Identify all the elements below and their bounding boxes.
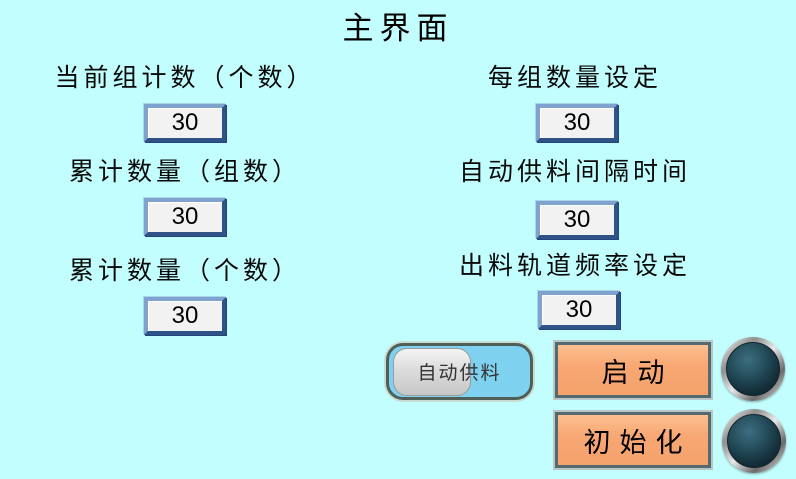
init-indicator-lamp-core (727, 414, 781, 468)
label-auto-feed-interval-time: 自动供料间隔时间 (458, 157, 691, 186)
value-input-per-group-quantity[interactable]: 30 (536, 104, 618, 142)
value-text: 30 (565, 296, 593, 323)
value-input-discharge-track-frequency[interactable]: 30 (538, 291, 620, 329)
label-discharge-track-frequency-setting: 出料轨道频率设定 (458, 251, 691, 280)
label-current-group-count: 当前组计数（个数） (54, 63, 316, 92)
value-display-current-group-count: 30 (144, 104, 226, 142)
init-button-label: 初始化 (583, 427, 692, 459)
value-text: 30 (171, 203, 199, 230)
label-total-pieces: 累计数量（个数） (68, 256, 301, 285)
start-indicator-lamp-core (726, 342, 780, 396)
init-button[interactable]: 初始化 (553, 410, 713, 470)
init-button-face[interactable]: 初始化 (555, 412, 711, 468)
start-indicator-lamp (721, 337, 785, 401)
start-button-label: 启动 (601, 357, 674, 389)
value-display-total-pieces: 30 (144, 297, 226, 335)
page-title: 主界面 (342, 11, 454, 47)
value-text: 30 (171, 302, 199, 329)
value-text: 30 (563, 206, 591, 233)
value-text: 30 (563, 109, 591, 136)
init-indicator-lamp (722, 409, 786, 473)
auto-feed-toggle[interactable]: 自动供料 (386, 343, 533, 400)
start-button-face[interactable]: 启动 (555, 342, 711, 398)
label-per-group-quantity-setting: 每组数量设定 (487, 63, 662, 92)
value-display-total-groups: 30 (144, 198, 226, 236)
auto-feed-toggle-label: 自动供料 (417, 362, 502, 384)
start-button[interactable]: 启动 (553, 340, 713, 400)
value-input-auto-feed-interval[interactable]: 30 (536, 201, 618, 239)
value-text: 30 (171, 109, 199, 136)
label-total-groups: 累计数量（组数） (68, 157, 301, 186)
toggle-knob[interactable] (393, 348, 471, 396)
